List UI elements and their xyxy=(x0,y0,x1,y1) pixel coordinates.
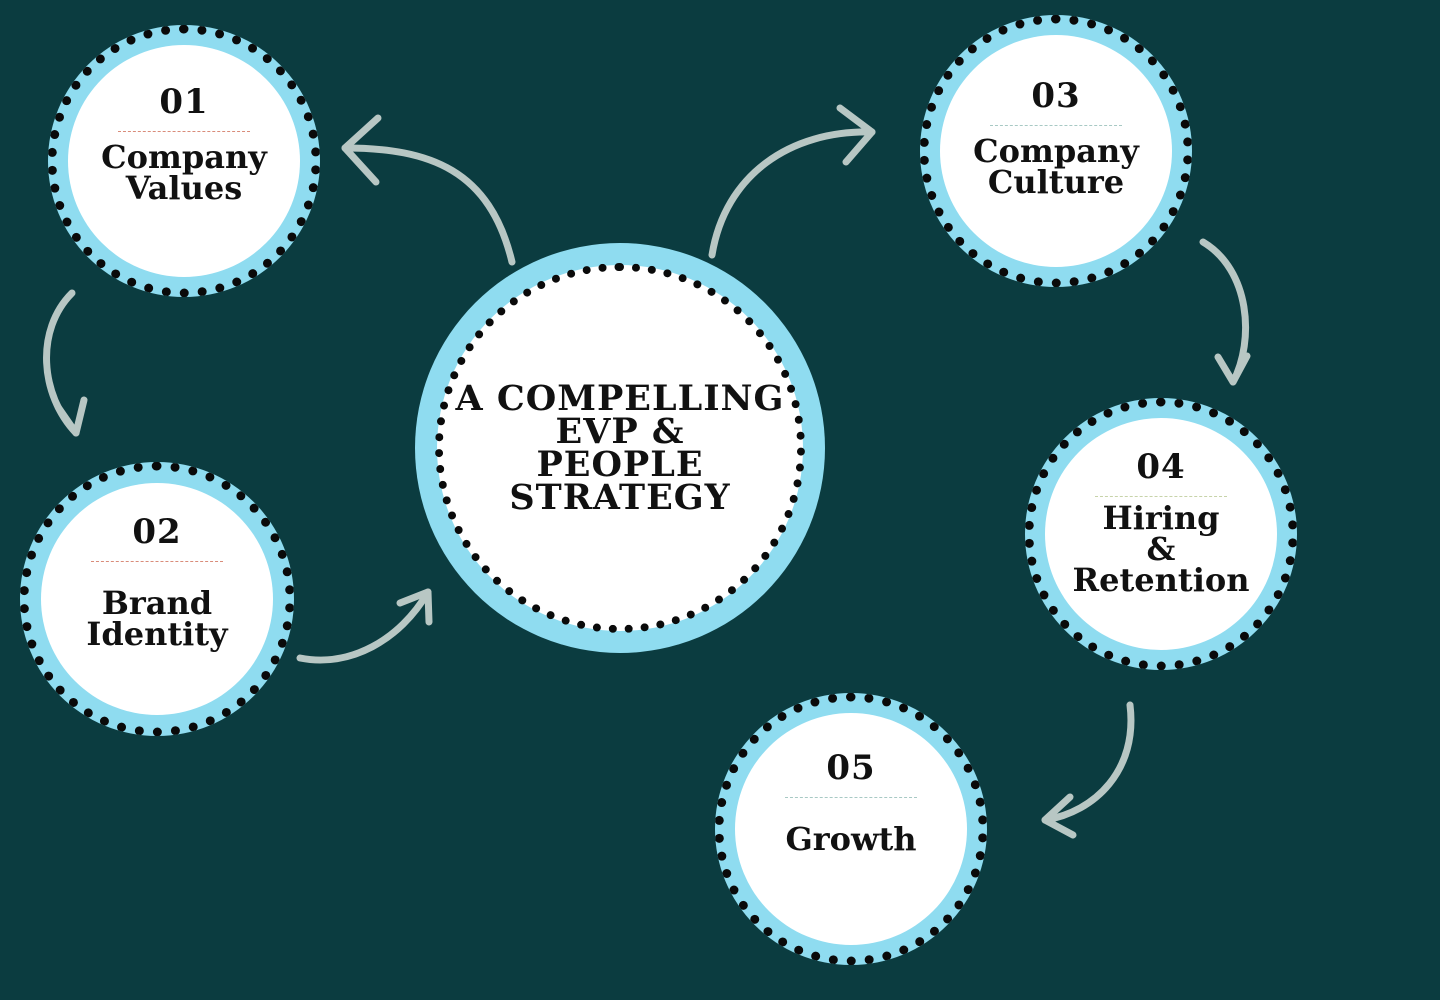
node-04-number: 04 xyxy=(1136,447,1186,487)
node-03-label: Company Culture xyxy=(973,132,1139,201)
node-02-brand-identity: 02 Brand Identity xyxy=(20,462,294,736)
node-03-divider xyxy=(990,125,1122,126)
node-03-face: 03 Company Culture xyxy=(940,35,1172,267)
arrow-04-to-05 xyxy=(1041,701,1135,839)
center-dotted-ring xyxy=(435,263,805,633)
node-02-dotted-ring xyxy=(20,462,294,736)
node-05-divider xyxy=(785,797,917,798)
center-circle: A COMPELLING EVP & PEOPLE STRATEGY xyxy=(415,243,825,653)
node-02-face: 02 Brand Identity xyxy=(41,483,273,715)
node-04-divider xyxy=(1095,496,1227,497)
node-01-dotted-ring xyxy=(48,25,320,297)
node-01-number: 01 xyxy=(159,82,209,122)
arrow-03-to-04 xyxy=(1199,238,1251,386)
node-05-number: 05 xyxy=(826,748,876,788)
node-01-label: Company Values xyxy=(101,138,267,207)
node-05-growth: 05 Growth xyxy=(715,693,987,965)
node-05-label: Growth xyxy=(785,820,917,858)
arrow-center-to-03 xyxy=(708,104,876,259)
arrow-01-to-02 xyxy=(43,289,88,437)
node-04-label: Hiring & Retention xyxy=(1072,499,1250,599)
node-04-dotted-ring xyxy=(1025,398,1297,670)
node-03-dotted-ring xyxy=(920,15,1192,287)
node-05-dotted-ring xyxy=(715,693,987,965)
node-03-number: 03 xyxy=(1031,76,1081,116)
node-01-face: 01 Company Values xyxy=(68,45,300,277)
node-02-label: Brand Identity xyxy=(86,584,228,653)
arrow-02-to-center xyxy=(296,588,433,664)
arrow-center-to-01 xyxy=(341,114,516,266)
node-02-divider xyxy=(91,561,223,562)
node-03-company-culture: 03 Company Culture xyxy=(920,15,1192,287)
node-05-face: 05 Growth xyxy=(735,713,967,945)
node-02-number: 02 xyxy=(132,512,182,552)
node-04-hiring-retention: 04 Hiring & Retention xyxy=(1025,398,1297,670)
node-01-divider xyxy=(118,131,250,132)
node-01-company-values: 01 Company Values xyxy=(48,25,320,297)
node-04-face: 04 Hiring & Retention xyxy=(1045,418,1277,650)
